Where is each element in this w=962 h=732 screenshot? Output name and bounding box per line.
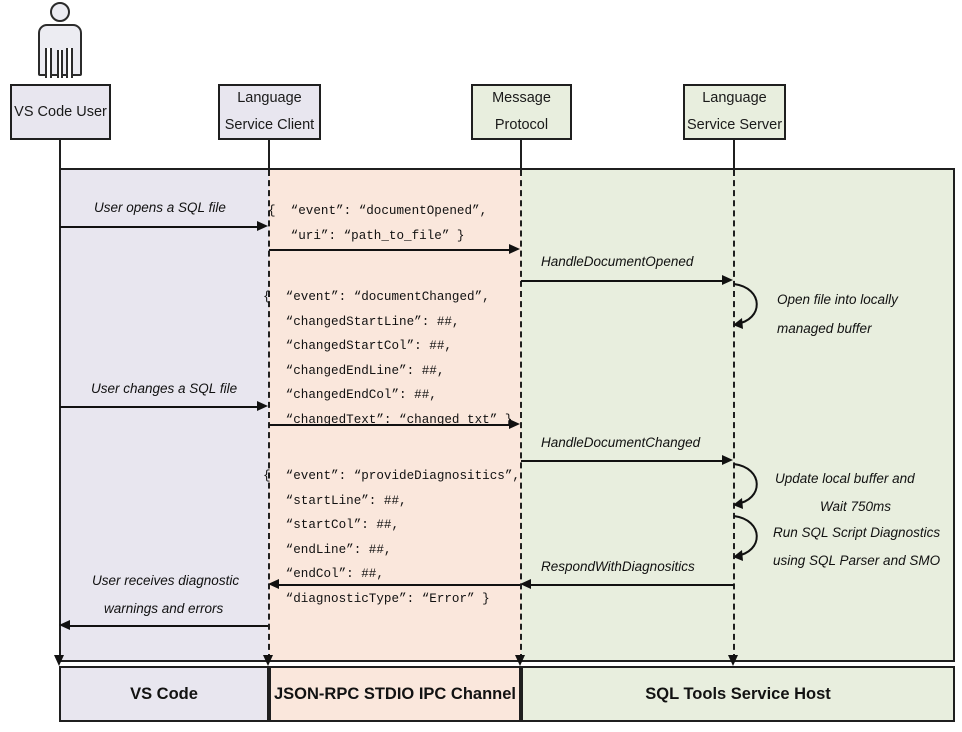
lifeline-language-service-client xyxy=(268,170,270,660)
message-arrow-handle-document-opened xyxy=(521,280,723,282)
message-arrow-respond-with-diagnostics xyxy=(531,584,734,586)
arrowhead-down-language-service-client xyxy=(263,655,273,666)
participant-label-line1: Language xyxy=(702,90,767,107)
footer-label: SQL Tools Service Host xyxy=(645,684,831,703)
message-arrow-user-changes-sql-file xyxy=(60,406,258,408)
self-action-label-line2: using SQL Parser and SMO xyxy=(773,553,941,568)
participant-language-service-client[interactable]: Language Service Client xyxy=(218,84,321,140)
vs-code-user-actor-icon xyxy=(32,2,88,80)
arrowhead-right xyxy=(257,401,268,411)
participant-message-protocol[interactable]: Message Protocol xyxy=(471,84,572,140)
arrowhead-down-language-service-server xyxy=(728,655,738,666)
message-label-user-receives-diagnostics-line1: User receives diagnostic xyxy=(92,573,240,588)
arrowhead-down-message-protocol xyxy=(515,655,525,666)
band-sql-tools-service-host xyxy=(521,168,955,662)
message-arrow-user-opens-sql-file xyxy=(60,226,258,228)
footer-cell-sql-tools-service-host[interactable]: SQL Tools Service Host xyxy=(521,666,955,722)
document-changed-payload: { “event”: “documentChanged”, “changedSt… xyxy=(263,290,513,427)
message-arrow-user-receives-diagnostics xyxy=(70,625,268,627)
actor-arm-left xyxy=(45,48,52,78)
arrowhead-left xyxy=(520,579,531,589)
footer-cell-json-rpc-stdio-ipc-channel[interactable]: JSON-RPC STDIO IPC Channel xyxy=(269,666,521,722)
participant-language-service-server[interactable]: Language Service Server xyxy=(683,84,786,140)
lifeline-language-service-server xyxy=(733,170,735,660)
self-action-label-line1: Run SQL Script Diagnostics xyxy=(773,525,941,540)
message-label-respond-with-diagnostics: RespondWithDiagnositics xyxy=(541,559,695,574)
self-loop-open-file xyxy=(733,283,758,329)
message-label-user-receives-diagnostics-line2: warnings and errors xyxy=(104,601,224,616)
self-action-label-line1: Update local buffer and xyxy=(775,471,915,486)
participant-label-line1: Message xyxy=(492,90,551,107)
participant-label-line2: Service Client xyxy=(224,117,315,133)
message-label-user-changes-sql-file: User changes a SQL file xyxy=(91,381,238,396)
arrowhead-down-vs-code-user xyxy=(54,655,64,666)
actor-legs xyxy=(57,50,63,78)
message-arrow-protocol-to-client-diagnostics xyxy=(279,584,520,586)
message-label-user-opens-sql-file: User opens a SQL file xyxy=(94,200,226,215)
participant-label-line1: Language xyxy=(237,90,302,107)
footer-cell-vs-code[interactable]: VS Code xyxy=(59,666,269,722)
footer-label: JSON-RPC STDIO IPC Channel xyxy=(273,684,517,703)
participant-label-line2: Protocol xyxy=(494,117,549,133)
message-arrow-client-to-protocol-opened xyxy=(269,249,510,251)
lifeline-stub-vs-code-user xyxy=(59,140,61,168)
provide-diagnostics-payload: { “event”: “provideDiagnositics”, “start… xyxy=(263,469,520,606)
self-action-label-line2: Wait 750ms xyxy=(820,499,892,514)
lifeline-stub-language-service-client xyxy=(268,140,270,168)
actor-arm-right xyxy=(66,48,73,78)
arrowhead-right xyxy=(722,275,733,285)
message-arrow-handle-document-changed xyxy=(521,460,723,462)
participant-label-line2: Service Server xyxy=(686,117,783,133)
actor-head xyxy=(50,2,70,22)
arrowhead-right xyxy=(722,455,733,465)
self-loop-update-buffer xyxy=(733,463,758,509)
arrowhead-left xyxy=(59,620,70,630)
lifeline-vs-code-user xyxy=(59,170,61,660)
arrowhead-right xyxy=(509,244,520,254)
document-opened-payload: { “event”: “documentOpened”, “uri”: “pat… xyxy=(268,204,488,243)
arrowhead-left xyxy=(268,579,279,589)
lifeline-stub-language-service-server xyxy=(733,140,735,168)
arrowhead-right xyxy=(257,221,268,231)
band-vs-code xyxy=(59,168,269,662)
self-loop-run-diagnostics xyxy=(733,515,758,561)
lifeline-message-protocol xyxy=(520,170,522,660)
message-label-handle-document-changed: HandleDocumentChanged xyxy=(541,435,701,450)
footer-label: VS Code xyxy=(130,684,198,703)
arrowhead-right xyxy=(509,419,520,429)
self-action-label-line1: Open file into locally xyxy=(777,292,898,307)
self-action-label-line2: managed buffer xyxy=(777,321,872,336)
message-label-handle-document-opened: HandleDocumentOpened xyxy=(541,254,694,269)
participant-label-line1: VS Code User xyxy=(14,103,107,120)
message-arrow-client-to-protocol-changed xyxy=(269,424,510,426)
lifeline-stub-message-protocol xyxy=(520,140,522,168)
participant-vs-code-user[interactable]: VS Code User xyxy=(10,84,111,140)
